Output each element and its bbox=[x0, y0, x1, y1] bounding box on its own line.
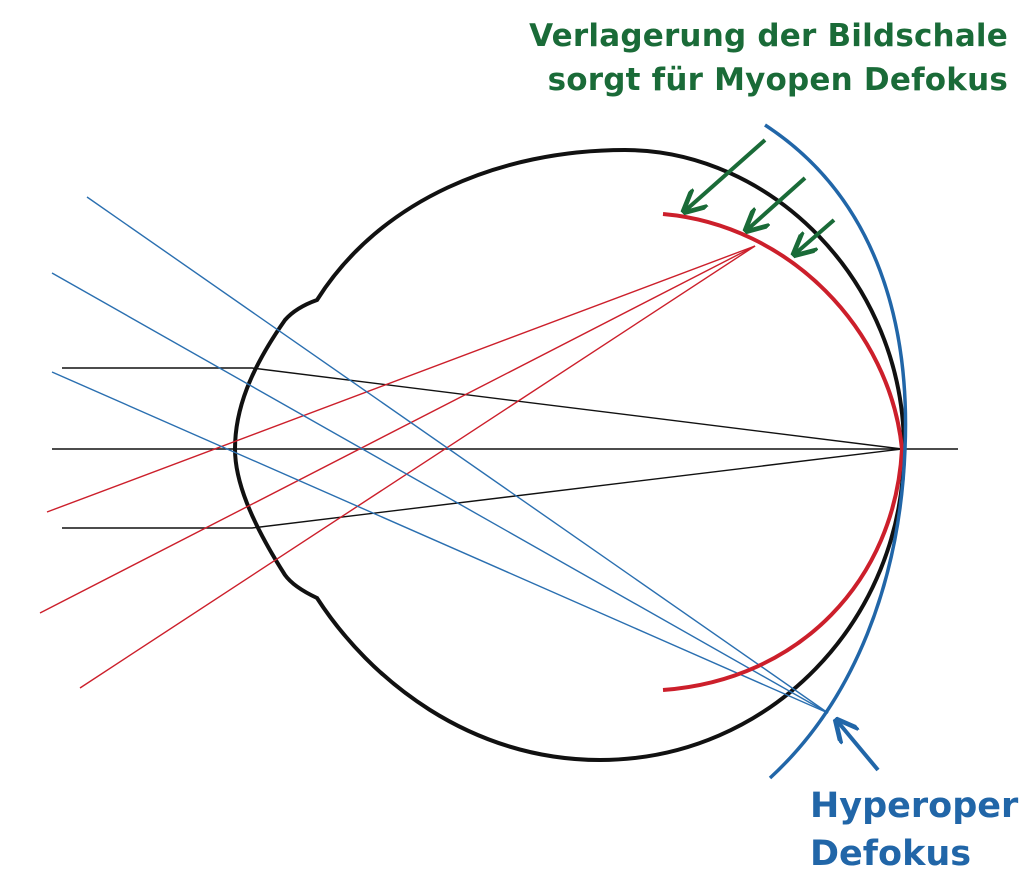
red-image-shell bbox=[662, 212, 905, 692]
myopic-defocus-label: Verlagerung der Bildschale sorgt für Myo… bbox=[529, 14, 1008, 102]
paraxial-ray-lower bbox=[62, 448, 903, 529]
hyperopic-label-line1: Hyperoper bbox=[810, 786, 1019, 826]
blue-image-shell bbox=[764, 123, 908, 780]
red-ray-2 bbox=[39, 245, 756, 614]
eye-outline bbox=[232, 147, 907, 763]
blue-ray-2 bbox=[51, 272, 829, 714]
hyperopic-arrow bbox=[838, 722, 880, 772]
shift-arrow-3 bbox=[796, 218, 836, 253]
blue-ray-1 bbox=[86, 196, 829, 714]
paraxial-ray-upper bbox=[62, 367, 903, 450]
red-ray-3 bbox=[79, 245, 756, 689]
myopic-label-line1: Verlagerung der Bildschale bbox=[529, 18, 1008, 54]
shift-arrow-2 bbox=[748, 176, 807, 229]
shift-arrow-1 bbox=[686, 138, 767, 210]
myopic-label-line2: sorgt für Myopen Defokus bbox=[547, 62, 1008, 98]
blue-ray-3 bbox=[51, 371, 829, 714]
hyperopic-label-line2: Defokus bbox=[810, 834, 972, 874]
hyperopic-defocus-label: Hyperoper Defokus bbox=[810, 782, 1018, 878]
red-ray-1 bbox=[46, 245, 756, 513]
